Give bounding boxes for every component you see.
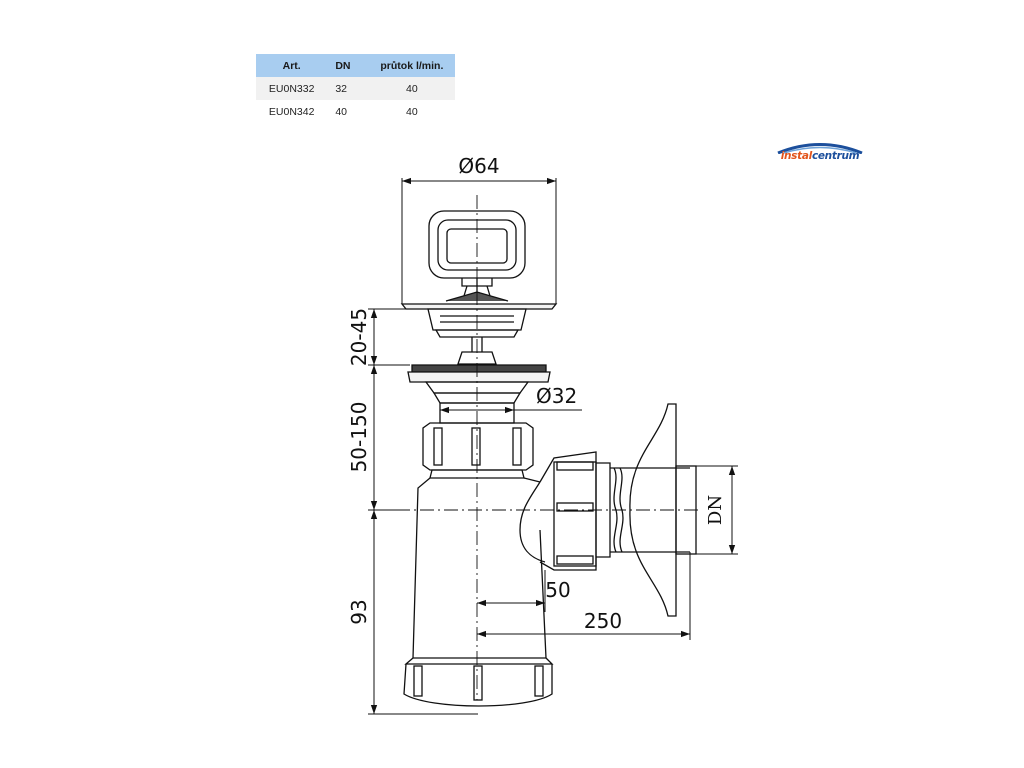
logo-text: instalcentrum: [774, 150, 866, 162]
table-header-row: Art. DN průtok l/min.: [256, 54, 455, 77]
table-row: EU0N332 32 40: [256, 77, 455, 100]
stopper-stem: [457, 337, 497, 365]
column-header-art: Art.: [256, 54, 328, 77]
cell-dn: 40: [327, 100, 369, 123]
drain-flange: [407, 364, 551, 424]
dim-drain-diameter: Ø32: [536, 384, 577, 408]
cell-flow: 40: [368, 100, 455, 123]
siphon-body: [404, 469, 554, 665]
logo-arc-icon: [777, 143, 863, 154]
instalcentrum-logo[interactable]: instalcentrum: [774, 140, 866, 166]
column-header-flow: průtok l/min.: [368, 54, 455, 77]
dimension-lines: [368, 177, 738, 715]
cell-art: EU0N342: [256, 100, 328, 123]
dim-outlet-length: 250: [584, 609, 622, 633]
dim-body-range: 50-150: [347, 402, 371, 473]
bottom-nut: [403, 663, 553, 707]
dim-outlet-dn: DN: [705, 495, 726, 525]
spec-table: Art. DN průtok l/min. EU0N332 32 40 EU0N…: [256, 54, 455, 123]
dim-top-diameter: Ø64: [458, 154, 499, 178]
dim-height: 93: [347, 599, 371, 624]
cell-flow: 40: [368, 77, 455, 100]
stopper-plate: [400, 291, 558, 338]
axis-lines: [372, 195, 700, 700]
cell-dn: 32: [327, 77, 369, 100]
column-header-dn: DN: [327, 54, 369, 77]
cell-art: EU0N332: [256, 77, 328, 100]
upper-nut: [422, 422, 534, 471]
dim-plug-range: 20-45: [347, 308, 371, 366]
logo-text-centrum: centrum: [811, 150, 860, 162]
logo-text-instal: instal: [780, 150, 813, 162]
dim-outlet-offset: 50: [545, 578, 570, 602]
outlet-nut: [539, 451, 611, 571]
table-row: EU0N342 40 40: [256, 100, 455, 123]
